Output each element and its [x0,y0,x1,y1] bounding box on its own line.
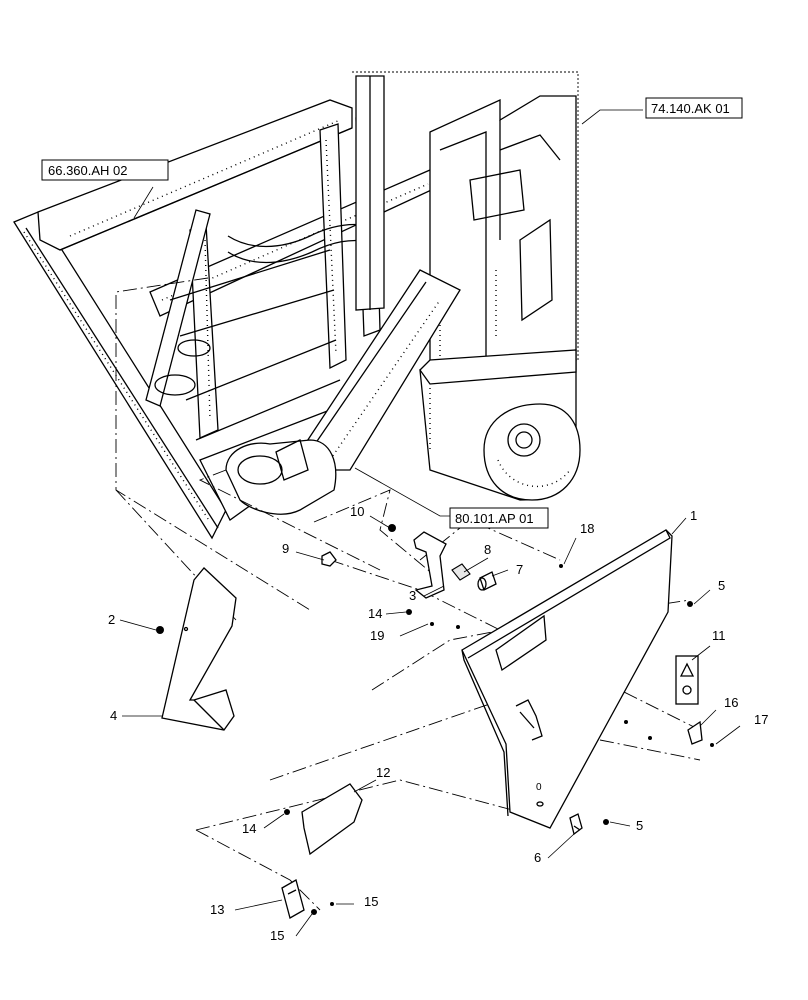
part-11-decal [675,655,699,705]
part-17-screw [624,720,714,747]
callout-8: 8 [484,542,491,557]
callout-14a: 14 [368,606,382,621]
callout-12: 12 [376,765,390,780]
callout-13: 13 [210,902,224,917]
callout-5a: 5 [718,578,725,593]
leader-lines [119,109,741,937]
callout-17: 17 [754,712,768,727]
part-9-nut [321,551,337,567]
callout-6: 6 [534,850,541,865]
callout-19: 19 [370,628,384,643]
svg-text:0: 0 [536,782,542,793]
callout-10: 10 [350,504,364,519]
callout-2: 2 [108,612,115,627]
callout-11: 11 [712,628,726,643]
callout-9: 9 [282,541,289,556]
part-12-plate [301,783,363,856]
reference-66-360-label: 66.360.AH 02 [48,163,128,178]
part-10-nut [388,524,396,532]
callout-16: 16 [724,695,738,710]
part-6-latch [569,813,583,836]
part-shield-left [161,567,237,731]
reference-66-360: 66.360.AH 02 [41,159,169,181]
elevator-assembly [225,71,581,515]
part-16-clip [687,720,703,745]
callout-18: 18 [580,521,594,536]
callout-14b: 14 [242,821,256,836]
part-19-bolt [430,622,460,629]
reference-74-140: 74.140.AK 01 [645,97,743,119]
callouts: 1 2 3 4 5 5 6 7 8 9 10 11 12 13 14 14 15… [108,504,768,943]
reference-80-101: 80.101.AP 01 [449,507,549,529]
part-3-bracket [413,531,447,599]
callout-15a: 15 [364,894,378,909]
part-13-hinge [281,879,305,919]
part-1-cover-panel: 0 [461,529,673,829]
callout-15b: 15 [270,928,284,943]
part-18-screw [559,564,563,568]
part-7-spacer [477,571,497,591]
callout-3: 3 [409,588,416,603]
part-15-nut [311,902,334,915]
part-5-nut [603,601,693,825]
callout-7: 7 [516,562,523,577]
reference-80-101-label: 80.101.AP 01 [455,511,534,526]
part-14-nut [284,609,412,815]
callout-4: 4 [110,708,117,723]
callout-5b: 5 [636,818,643,833]
callout-1: 1 [690,508,697,523]
reference-74-140-label: 74.140.AK 01 [651,101,730,116]
part-8-block [451,563,471,581]
part-2-nut [156,626,164,634]
